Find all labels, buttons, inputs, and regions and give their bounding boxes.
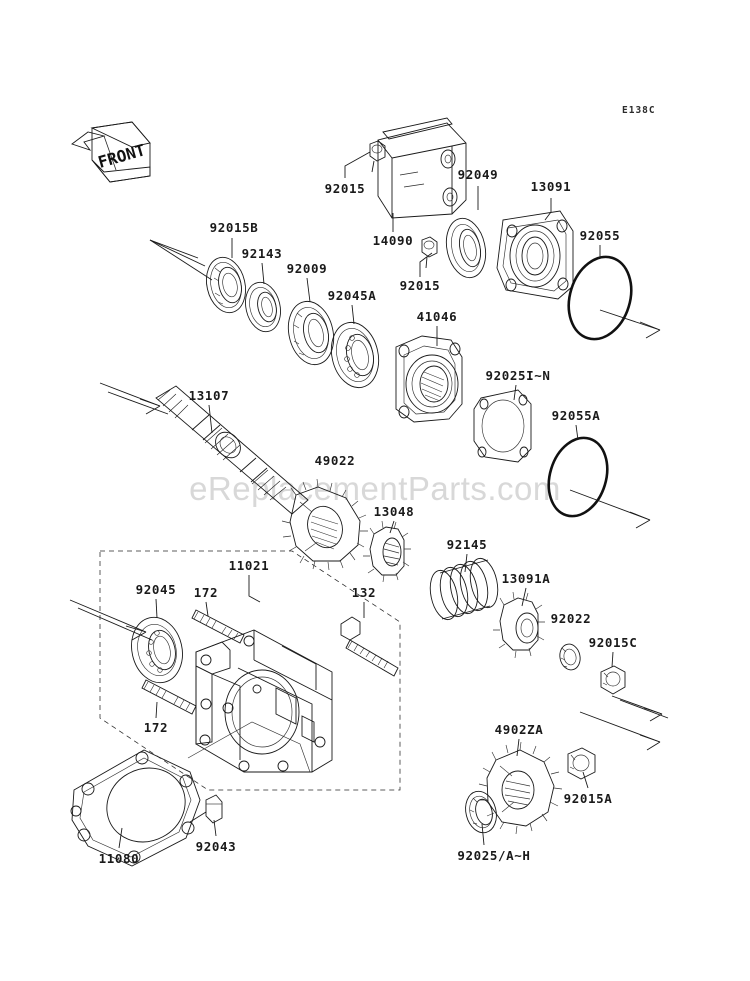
part-92015-nut-top	[369, 140, 386, 173]
callout-13107[interactable]: 13107	[188, 388, 230, 403]
diagram-reference-code: E138C	[622, 105, 656, 116]
watermark-text: eReplacementParts.com	[189, 470, 561, 507]
callout-ticks	[118, 151, 614, 849]
callout-92045[interactable]: 92045	[135, 582, 177, 597]
part-92015C-nut	[600, 665, 669, 722]
part-172-stud-lower	[141, 679, 197, 715]
part-92143-collar	[245, 281, 281, 333]
part-92015-nut-lower	[421, 236, 438, 269]
callout-92055[interactable]: 92055	[579, 228, 621, 243]
front-arrow-icon: FRONT	[71, 121, 151, 183]
part-92049-oil-seal	[445, 217, 487, 279]
callout-92015B[interactable]: 92015B	[209, 220, 259, 235]
callout-11080[interactable]: 11080	[98, 851, 140, 866]
part-13091A-holder	[493, 591, 545, 659]
part-92022-washer	[559, 643, 581, 671]
callout-92143[interactable]: 92143	[241, 246, 283, 261]
callout-92045A[interactable]: 92045A	[327, 288, 377, 303]
part-13091-holder	[496, 210, 574, 300]
callout-11021[interactable]: 11021	[228, 558, 270, 573]
part-49022-bevel-gear	[281, 478, 368, 571]
callout-92015C[interactable]: 92015C	[588, 635, 638, 650]
callout-92015-top[interactable]: 92015	[324, 181, 366, 196]
leader-line-bottom-right	[579, 711, 661, 751]
part-13107-shaft	[99, 382, 309, 515]
part-92145-spring	[429, 557, 499, 621]
part-172-stud-upper	[191, 609, 245, 644]
callout-92015-mid[interactable]: 92015	[399, 278, 441, 293]
callout-172-lower[interactable]: 172	[143, 720, 169, 735]
callout-92049[interactable]: 92049	[457, 167, 499, 182]
part-92043-pin	[189, 794, 223, 824]
part-92045A-bearing	[330, 321, 380, 389]
callout-92015A[interactable]: 92015A	[563, 791, 613, 806]
part-11080-guard	[70, 721, 311, 867]
leader-lines-upper-left	[149, 239, 213, 281]
part-4902ZA-bevel-gear	[478, 741, 563, 835]
callout-14090[interactable]: 14090	[372, 233, 414, 248]
part-14090-cover	[377, 117, 467, 219]
part-92055-o-ring	[567, 255, 633, 341]
callout-41046[interactable]: 41046	[416, 309, 458, 324]
part-11021-case	[99, 550, 401, 791]
callout-13091A[interactable]: 13091A	[501, 571, 551, 586]
callout-92009[interactable]: 92009	[286, 261, 328, 276]
callout-92025-A-H[interactable]: 92025/A~H	[457, 848, 531, 863]
callout-92043[interactable]: 92043	[195, 839, 237, 854]
callout-92055A[interactable]: 92055A	[551, 408, 601, 423]
part-92009-screw	[287, 300, 335, 366]
svg-text:FRONT: FRONT	[96, 140, 148, 172]
callout-13048[interactable]: 13048	[373, 504, 415, 519]
leader-lines-right	[569, 309, 661, 529]
part-132-bolt	[340, 616, 399, 677]
part-92025A-H-shim	[465, 790, 497, 834]
part-41046-hub	[395, 335, 463, 423]
callout-13091[interactable]: 13091	[530, 179, 572, 194]
callout-49022[interactable]: 49022	[314, 453, 356, 468]
callout-132[interactable]: 132	[351, 585, 377, 600]
callout-92145[interactable]: 92145	[446, 537, 488, 552]
callout-92025I-N[interactable]: 92025I~N	[485, 368, 551, 383]
callout-92022[interactable]: 92022	[550, 611, 592, 626]
part-92045-bearing	[69, 599, 183, 684]
part-13048-holder	[363, 520, 411, 583]
callout-172-upper[interactable]: 172	[193, 585, 219, 600]
part-92055A-o-ring	[547, 436, 609, 518]
part-92015B-nut	[205, 256, 247, 314]
callout-4902ZA[interactable]: 4902ZA	[494, 722, 544, 737]
part-92025I-N-shim	[473, 389, 532, 463]
part-92015A-nut	[567, 747, 596, 780]
